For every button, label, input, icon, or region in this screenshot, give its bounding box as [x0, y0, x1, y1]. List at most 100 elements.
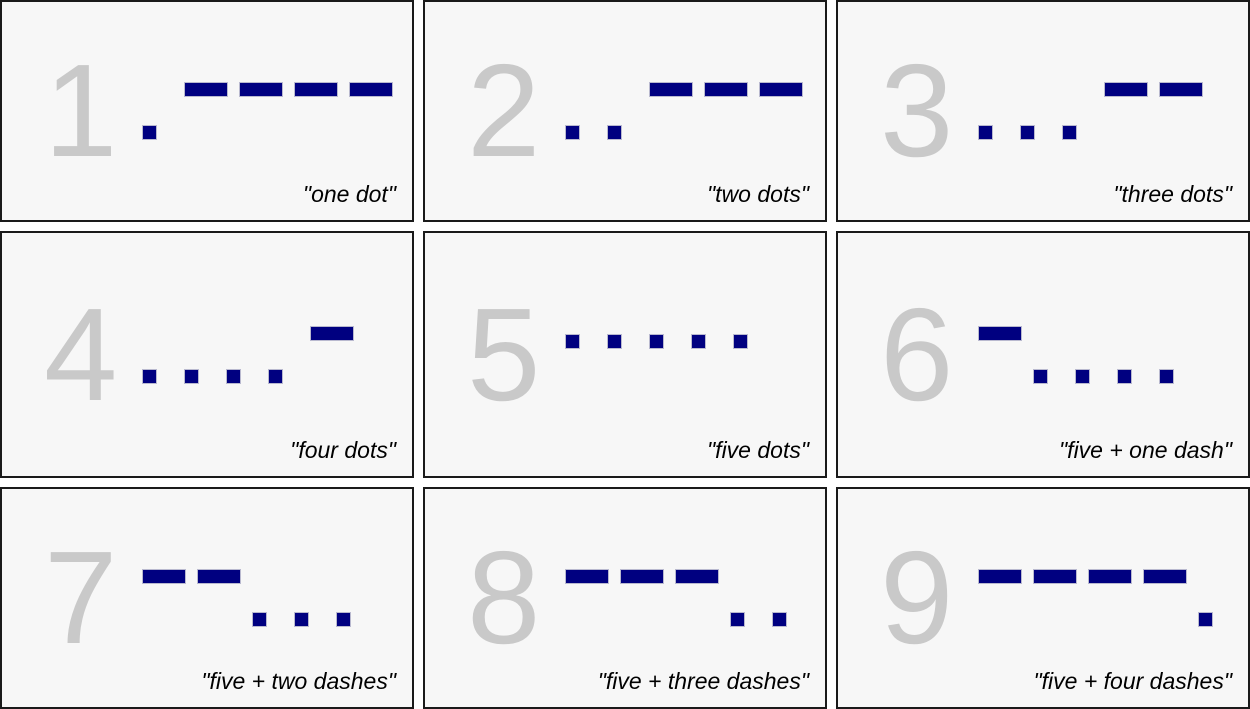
morse-dot-icon — [252, 612, 267, 627]
morse-dash-row — [565, 82, 811, 97]
morse-card: 5 "five dots" — [423, 231, 827, 478]
morse-dot-icon — [268, 368, 283, 384]
morse-dot-row — [565, 125, 811, 140]
morse-dot-icon — [142, 125, 157, 140]
morse-dot-icon — [772, 612, 787, 627]
morse-pattern — [142, 555, 398, 641]
morse-pattern — [565, 68, 811, 154]
morse-dot-icon — [978, 125, 993, 140]
morse-spacer — [142, 82, 184, 97]
morse-dot-icon — [607, 125, 622, 140]
morse-dot-row — [978, 368, 1234, 384]
morse-dash-icon — [349, 82, 393, 97]
morse-card: 2 "two dots" — [423, 0, 827, 222]
morse-dash-icon — [142, 569, 186, 584]
morse-dot-row — [142, 125, 398, 140]
card-caption: "five dots" — [707, 437, 809, 463]
morse-dot-icon — [691, 333, 706, 349]
morse-dot-row — [142, 612, 398, 627]
morse-dash-icon — [197, 569, 241, 584]
morse-dot-icon — [1198, 612, 1213, 627]
morse-dot-icon — [649, 333, 664, 349]
morse-pattern — [565, 555, 811, 641]
morse-dot-row — [978, 125, 1234, 140]
card-numeral: 9 — [880, 524, 954, 671]
morse-pattern — [142, 68, 398, 154]
morse-spacer — [978, 82, 1104, 97]
morse-dot-row — [142, 368, 398, 384]
morse-dash-icon — [649, 82, 693, 97]
morse-pattern — [978, 555, 1234, 641]
morse-spacer — [978, 369, 1033, 384]
morse-spacer — [565, 612, 730, 627]
morse-pattern — [142, 312, 398, 398]
morse-dash-row — [565, 569, 811, 584]
morse-dot-icon — [1062, 125, 1077, 140]
morse-dot-icon — [1159, 368, 1174, 384]
morse-dash-icon — [1033, 569, 1077, 584]
morse-dot-row — [565, 612, 811, 627]
card-numeral: 3 — [880, 37, 954, 184]
morse-dot-icon — [1117, 368, 1132, 384]
morse-pattern — [978, 68, 1234, 154]
morse-dot-icon — [1020, 125, 1035, 140]
morse-dot-icon — [294, 612, 309, 627]
card-numeral: 4 — [44, 280, 118, 428]
morse-dash-row — [978, 325, 1234, 341]
card-numeral: 7 — [44, 524, 118, 671]
morse-dash-icon — [1104, 82, 1148, 97]
morse-dot-icon — [733, 333, 748, 349]
card-numeral: 1 — [44, 37, 118, 184]
morse-dot-icon — [142, 368, 157, 384]
morse-dash-row — [142, 569, 398, 584]
card-numeral: 2 — [467, 37, 541, 184]
morse-dot-icon — [1033, 368, 1048, 384]
card-caption: "five + four dashes" — [1033, 668, 1232, 694]
morse-dash-icon — [184, 82, 228, 97]
morse-dash-icon — [1159, 82, 1203, 97]
morse-card: 6"five + one dash" — [836, 231, 1250, 478]
morse-dot-icon — [226, 368, 241, 384]
card-caption: "one dot" — [302, 181, 396, 207]
morse-dot-icon — [565, 333, 580, 349]
morse-dot-row — [565, 333, 811, 349]
morse-pattern — [978, 312, 1234, 398]
morse-card: 9 "five + four dashes" — [836, 487, 1250, 709]
morse-dash-icon — [620, 569, 664, 584]
morse-spacer — [142, 612, 252, 627]
morse-card: 1 "one dot" — [0, 0, 414, 222]
morse-card: 3 "three dots" — [836, 0, 1250, 222]
morse-dash-row — [142, 325, 398, 341]
card-caption: "three dots" — [1113, 181, 1232, 207]
card-caption: "four dots" — [290, 437, 396, 463]
morse-card: 4 "four dots" — [0, 231, 414, 478]
card-caption: "five + one dash" — [1059, 437, 1232, 463]
morse-dash-icon — [294, 82, 338, 97]
card-caption: "two dots" — [707, 181, 809, 207]
morse-spacer — [978, 612, 1198, 627]
morse-dash-row — [142, 82, 398, 97]
morse-dash-icon — [978, 325, 1022, 341]
morse-dash-row — [978, 569, 1234, 584]
card-numeral: 8 — [467, 524, 541, 671]
morse-dash-icon — [1143, 569, 1187, 584]
morse-card: 7 "five + two dashes" — [0, 487, 414, 709]
morse-dash-icon — [675, 569, 719, 584]
morse-dot-icon — [336, 612, 351, 627]
card-caption: "five + three dashes" — [597, 668, 809, 694]
morse-dot-icon — [1075, 368, 1090, 384]
morse-dash-icon — [1088, 569, 1132, 584]
morse-dash-icon — [759, 82, 803, 97]
morse-dash-row — [978, 82, 1234, 97]
card-numeral: 5 — [467, 280, 541, 428]
morse-card: 8 "five + three dashes" — [423, 487, 827, 709]
morse-dot-icon — [565, 125, 580, 140]
morse-spacer — [142, 326, 310, 341]
card-caption: "five + two dashes" — [201, 668, 396, 694]
morse-dot-icon — [607, 333, 622, 349]
morse-dot-icon — [730, 612, 745, 627]
morse-dash-icon — [310, 325, 354, 341]
morse-dash-icon — [565, 569, 609, 584]
morse-dash-icon — [239, 82, 283, 97]
